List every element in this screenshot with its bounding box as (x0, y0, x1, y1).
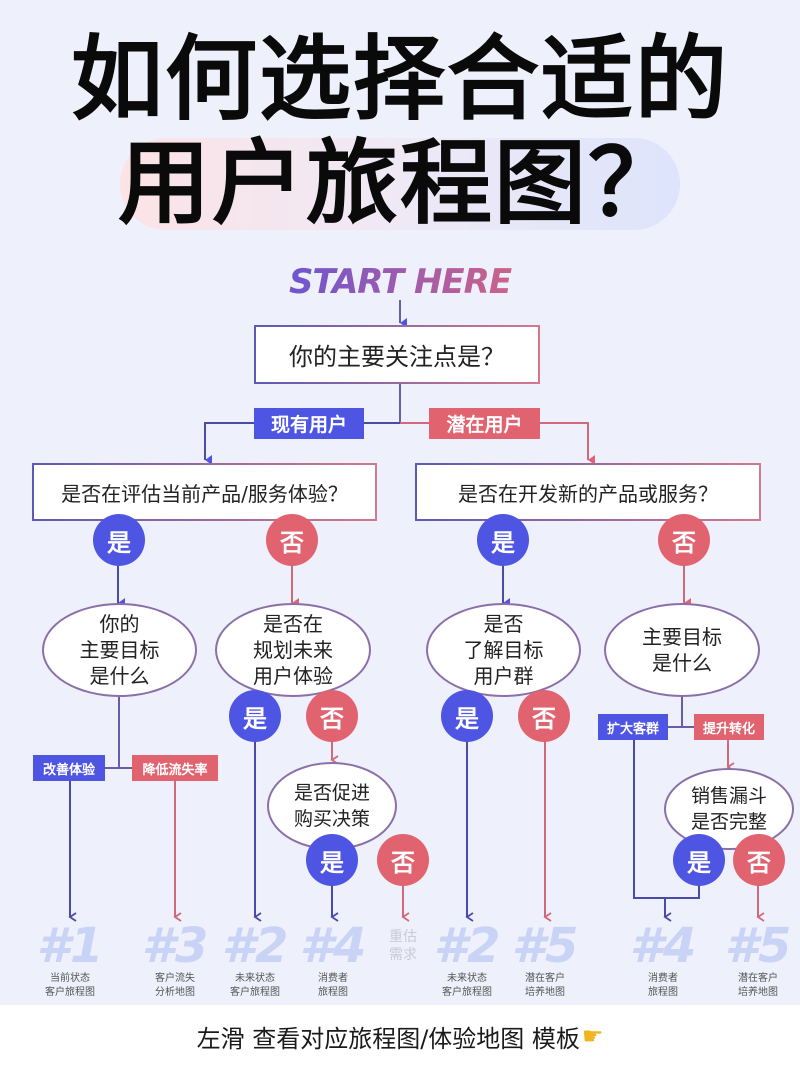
yes-know-target: 是 (441, 690, 493, 742)
footer-bar: 左滑 查看对应旅程图/体验地图 模板 ☛ (0, 1005, 800, 1067)
yes-plan-future: 是 (229, 690, 281, 742)
result-caption-4-right: 消费者 旅程图 (648, 973, 678, 998)
no-know-target: 否 (518, 690, 570, 742)
question-develop-new-text: 是否在开发新的产品或服务？ (458, 481, 718, 506)
question-evaluate-current-text: 是否在评估当前产品/服务体验？ (61, 481, 348, 506)
yes-sales-funnel: 是 (673, 834, 725, 886)
result-num-2-left[interactable]: #2 (221, 918, 289, 974)
tag-expand-customers: 扩大客群 (598, 714, 668, 740)
result-caption-5-right: 潜在客户 培养地图 (738, 973, 778, 998)
title-highlight (120, 138, 680, 230)
question-develop-new: 是否在开发新的产品或服务？ (415, 463, 761, 521)
pointing-hand-icon: ☛ (581, 1022, 604, 1050)
result-num-2-right[interactable]: #2 (433, 918, 501, 974)
tag-improve-conversion: 提升转化 (694, 714, 764, 740)
result-caption-3: 客户流失 分析地图 (155, 973, 195, 998)
result-caption-2-right: 未来状态 客户旅程图 (442, 973, 492, 998)
result-num-5-mid[interactable]: #5 (511, 918, 579, 974)
result-caption-4-left: 消费者 旅程图 (318, 973, 348, 998)
ellipse-main-goal-right: 主要目标 是什么 (604, 603, 760, 697)
result-num-4-right[interactable]: #4 (629, 918, 697, 974)
tag-existing-users: 现有用户 (254, 408, 364, 439)
title-line-1: 如何选择合适的 (70, 26, 729, 133)
no-develop-new: 否 (658, 514, 710, 566)
no-evaluate-current: 否 (266, 514, 318, 566)
title-line-2: 用户旅程图？ (117, 130, 682, 237)
question-evaluate-current: 是否在评估当前产品/服务体验？ (32, 463, 377, 521)
tag-potential-users: 潜在用户 (429, 408, 540, 439)
result-reassess-needs: 重估 需求 (389, 929, 417, 963)
result-caption-1: 当前状态 客户旅程图 (45, 973, 95, 998)
tag-improve-experience: 改善体验 (33, 755, 105, 781)
no-sales-funnel: 否 (733, 834, 785, 886)
ellipse-main-goal-left: 你的 主要目标 是什么 (42, 603, 197, 697)
result-caption-5-mid: 潜在客户 培养地图 (525, 973, 565, 998)
result-num-4-left[interactable]: #4 (299, 918, 367, 974)
root-question-text: 你的主要关注点是？ (289, 343, 505, 371)
ellipse-plan-future: 是否在 规划未来 用户体验 (215, 603, 371, 697)
yes-develop-new: 是 (477, 514, 529, 566)
no-promote-purchase: 否 (377, 834, 429, 886)
result-num-5-right[interactable]: #5 (724, 918, 792, 974)
footer-text: 左滑 查看对应旅程图/体验地图 模板 (196, 1024, 580, 1053)
tag-reduce-churn: 降低流失率 (132, 755, 218, 781)
yes-evaluate-current: 是 (93, 514, 145, 566)
result-num-3[interactable]: #3 (141, 918, 209, 974)
root-question-box: 你的主要关注点是？ (254, 325, 540, 384)
result-caption-2-left: 未来状态 客户旅程图 (230, 973, 280, 998)
start-here-label: START HERE (0, 262, 800, 302)
no-plan-future: 否 (306, 690, 358, 742)
result-num-1[interactable]: #1 (36, 918, 104, 974)
yes-promote-purchase: 是 (306, 834, 358, 886)
ellipse-know-target: 是否 了解目标 用户群 (426, 603, 581, 697)
